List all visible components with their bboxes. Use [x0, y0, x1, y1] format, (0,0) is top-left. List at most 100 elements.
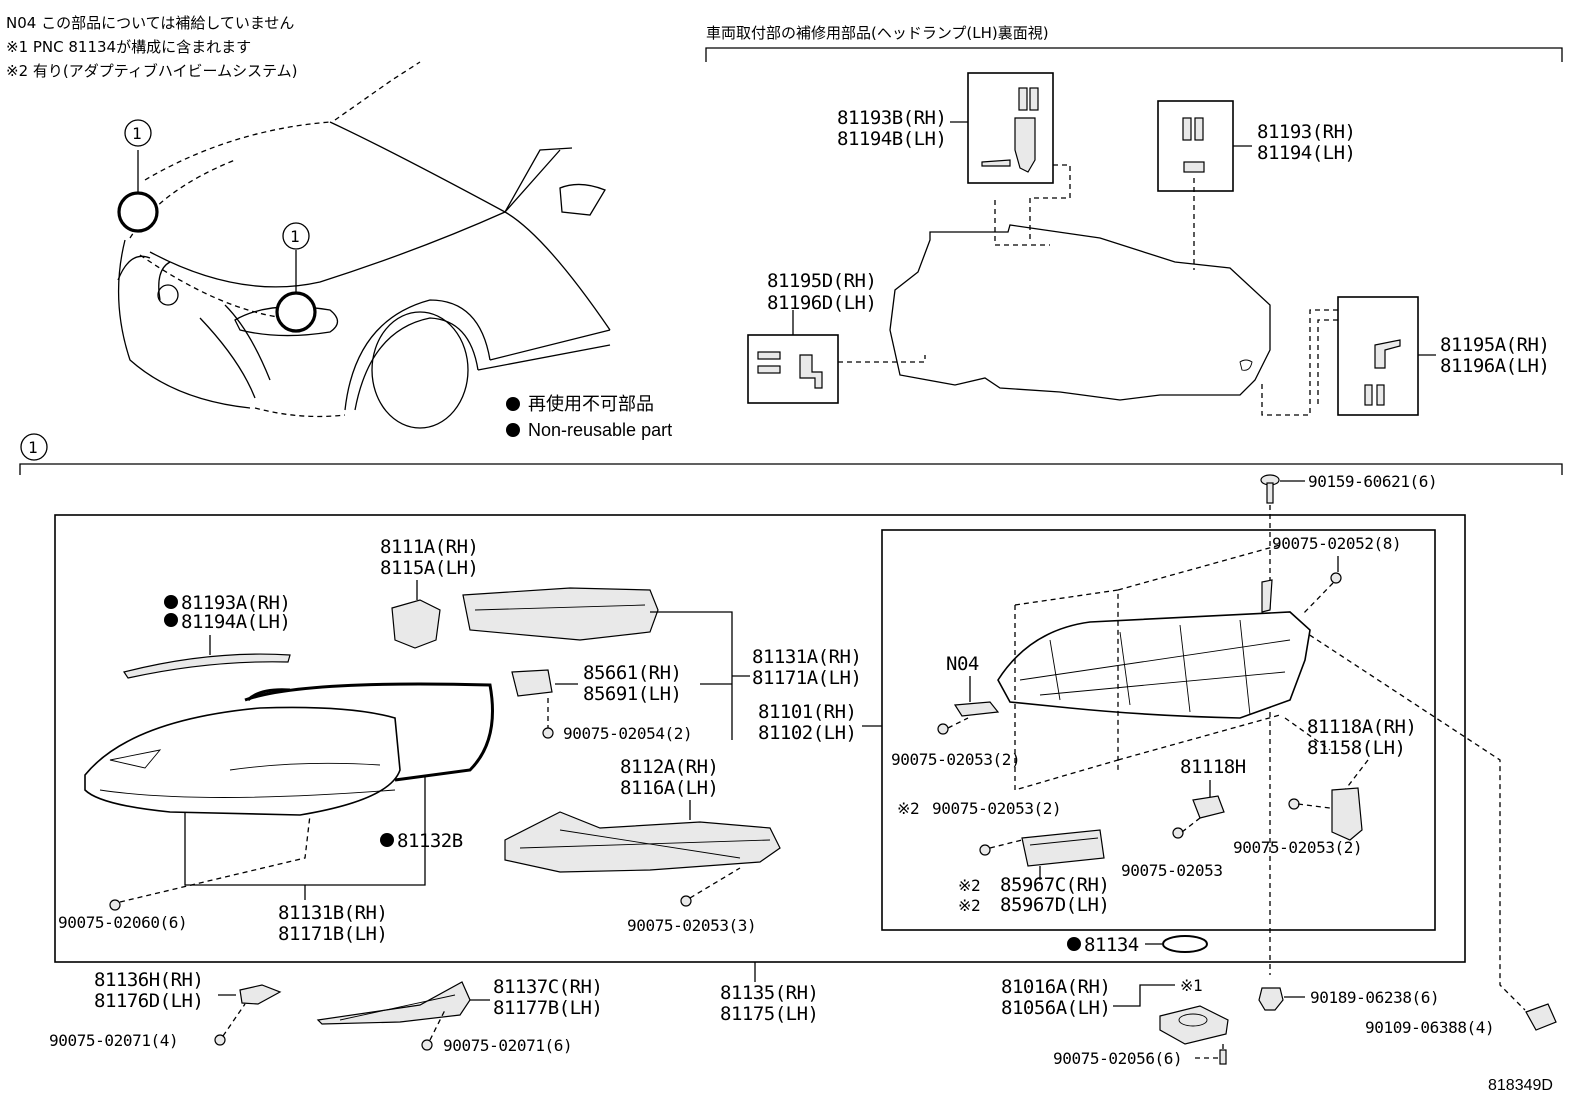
rear-view-title: 車両取付部の補修用部品(ヘッドランプ(LH)裏面視) [706, 24, 1049, 42]
screw-81118H-icon [1172, 827, 1184, 839]
label-90075-02053-2a: 90075-02053(2) [891, 750, 1020, 769]
module-81118H-icon [1192, 795, 1225, 819]
label-85691: 85691(LH) [583, 683, 681, 705]
gasket-81132B-icon [244, 682, 494, 782]
label-90075-02071-6: 90075-02071(6) [443, 1036, 572, 1055]
label-81136H: 81136H(RH) [94, 969, 203, 991]
screw-90075-02060-icon [109, 899, 121, 911]
label-81016A: 81016A(RH) [1001, 976, 1110, 998]
note-mark1: ※1 PNC 81134が構成に含まれます [6, 38, 251, 56]
label-81171B: 81171B(LH) [278, 923, 387, 945]
trim-81193A-icon [123, 653, 291, 679]
part-box-81193B [967, 72, 1054, 184]
legend-bullet-en-icon [506, 423, 520, 437]
bolt-90109-icon [1525, 1003, 1557, 1031]
assembly-box-81101 [881, 529, 1436, 931]
legend-en: Non-reusable part [528, 420, 672, 440]
legend-bullet-jp-icon [506, 397, 520, 411]
label-81056A: 81056A(LH) [1001, 997, 1110, 1019]
part-box-81195A [1337, 296, 1419, 416]
label-81196A: 81196A(LH) [1440, 355, 1549, 377]
mark-2-b: ※2 [958, 876, 980, 895]
bracket-81195D-icon [757, 351, 823, 389]
label-81194A: 81194A(LH) [181, 611, 290, 633]
label-81131B: 81131B(RH) [278, 902, 387, 924]
label-81195D: 81195D(RH) [767, 270, 876, 292]
housing-81101-icon [997, 579, 1311, 719]
label-90075-02054: 90075-02054(2) [563, 724, 692, 743]
label-8115A: 8115A(LH) [380, 557, 478, 579]
clip-90189-icon [1258, 987, 1284, 1011]
bracket-81193B-icon [981, 87, 1039, 173]
note-n04: N04 この部品については補給していません [6, 14, 294, 32]
label-81132B: 81132B [397, 830, 463, 852]
label-81118H: 81118H [1180, 756, 1246, 778]
assembly-box-81135 [54, 514, 1466, 963]
module-81016A-icon [1159, 1005, 1229, 1045]
label-85967D: 85967D(LH) [1000, 894, 1109, 916]
screw-81016A-icon [1219, 1049, 1227, 1065]
screw-85967C-icon [979, 844, 991, 856]
label-81196D: 81196D(LH) [767, 292, 876, 314]
label-81135: 81135(RH) [720, 982, 818, 1004]
label-90109-06388: 90109-06388(4) [1365, 1018, 1494, 1037]
label-8111A: 8111A(RH) [380, 536, 478, 558]
section-marker-circle [20, 433, 48, 461]
label-81134: 81134 [1084, 934, 1139, 956]
rear-view-bracket [705, 47, 1563, 62]
label-8116A: 8116A(LH) [620, 777, 718, 799]
bracket-81195A-icon [1364, 339, 1401, 406]
label-81171A: 81171A(LH) [752, 667, 861, 689]
label-90075-02053-3: 90075-02053(3) [627, 916, 756, 935]
actuator-81118A-icon [1331, 787, 1363, 841]
mark-1: ※1 [1180, 976, 1202, 995]
nonreusable-81134-icon [1067, 937, 1081, 951]
nut-81137C-icon [421, 1039, 433, 1051]
clip-81193-icon [1182, 117, 1205, 173]
screw-85661-icon [542, 727, 554, 739]
screw-8112A-icon [680, 895, 692, 907]
module-85661-icon [511, 669, 553, 697]
label-81193A: 81193A(RH) [181, 592, 290, 614]
label-N04: N04 [946, 653, 979, 675]
screw-N04-icon [937, 723, 949, 735]
label-81177B: 81177B(LH) [493, 997, 602, 1019]
vehicle-front-illustration [117, 61, 611, 429]
diagram-code: 818349D [1488, 1077, 1553, 1094]
callout-ref-1a: 1 [132, 124, 141, 143]
part-N04-icon [953, 701, 1000, 717]
gasket-81134-icon [1162, 935, 1208, 953]
label-85967C: 85967C(RH) [1000, 874, 1109, 896]
lens-81131B-icon [84, 706, 401, 816]
label-90075-02056: 90075-02056(6) [1053, 1049, 1182, 1068]
nonreusable-81194A-icon [164, 613, 178, 627]
section-bracket [19, 463, 1563, 475]
label-90159-60621: 90159-60621(6) [1308, 472, 1437, 491]
part-box-81193 [1157, 100, 1234, 192]
callout-ref-1b: 1 [290, 227, 299, 246]
label-90075-02052: 90075-02052(8) [1272, 534, 1401, 553]
nonreusable-81193A-icon [164, 595, 178, 609]
label-8112A: 8112A(RH) [620, 756, 718, 778]
label-90075-02060: 90075-02060(6) [58, 913, 187, 932]
label-90075-02071-4: 90075-02071(4) [49, 1031, 178, 1050]
label-81175: 81175(LH) [720, 1003, 818, 1025]
module-85967C-icon [1021, 829, 1105, 867]
note-mark2: ※2 有り(アダプティブハイビームシステム) [6, 62, 298, 80]
bracket-8111A-icon [391, 599, 441, 649]
screw-90159-icon [1260, 474, 1280, 504]
label-90075-02053-single: 90075-02053 [1121, 861, 1223, 880]
mark-2-a: ※2 [897, 799, 919, 818]
label-90075-02053-2b: 90075-02053(2) [932, 799, 1061, 818]
label-81131A: 81131A(RH) [752, 646, 861, 668]
label-81193B: 81193B(RH) [837, 107, 946, 129]
label-81194: 81194(LH) [1257, 142, 1355, 164]
nonreusable-81132B-icon [380, 833, 394, 847]
label-81101: 81101(RH) [758, 701, 856, 723]
reflector-8112A-icon [504, 811, 781, 873]
label-90189-06238: 90189-06238(6) [1310, 988, 1439, 1007]
label-81193: 81193(RH) [1257, 121, 1355, 143]
label-81102: 81102(LH) [758, 722, 856, 744]
label-81137C: 81137C(RH) [493, 976, 602, 998]
